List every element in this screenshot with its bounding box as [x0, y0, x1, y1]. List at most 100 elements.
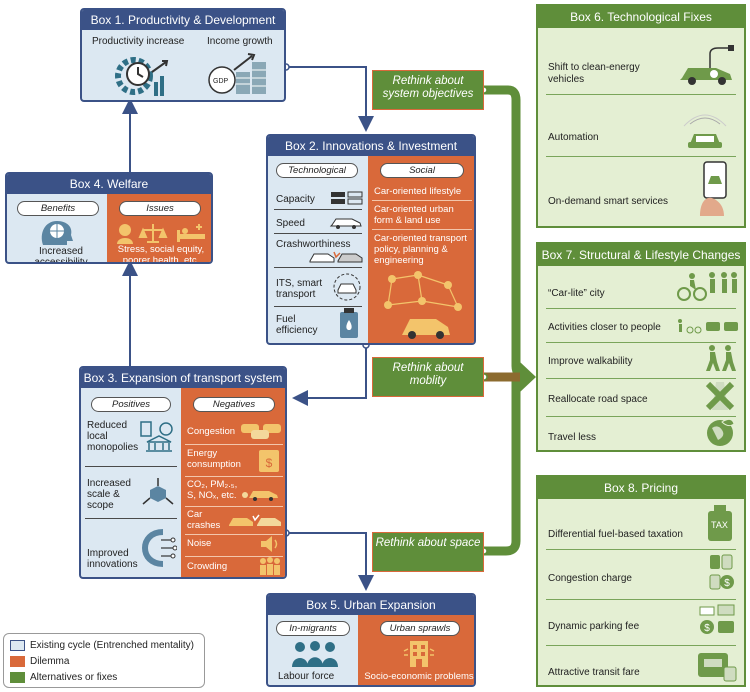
issues-pill: Issues: [119, 201, 201, 216]
rethink-mobility: Rethink about moblity: [372, 357, 484, 397]
svg-text:$: $: [704, 623, 710, 634]
productivity-increase-label: Productivity increase: [92, 36, 185, 47]
congestion-charge-icon: $: [709, 554, 734, 590]
box1-productivity-development: Box 1. Productivity & Development Produc…: [80, 8, 286, 102]
benefit-text: Increased accessibility: [34, 246, 88, 264]
box7-structural-lifestyle: Box 7. Structural & Lifestyle Changes “C…: [536, 242, 746, 452]
neg-item-energy: Energy consumption: [187, 448, 241, 470]
arrow-box1-to-box2: [286, 66, 374, 132]
box2-title: Box 2. Innovations & Investment: [268, 136, 474, 156]
car-crash-icon: [229, 514, 281, 526]
box8-pricing: Box 8. Pricing Differential fuel-based t…: [536, 475, 746, 687]
walking-people-icon: [706, 345, 736, 371]
technological-pill: Technological: [276, 163, 358, 178]
in-migrants-pill: In-migrants: [276, 621, 350, 636]
svg-text:$: $: [266, 456, 273, 470]
head-globe-icon: [41, 221, 73, 245]
workers-icon: [292, 641, 338, 667]
transit-card-icon: [698, 653, 737, 682]
electric-car-icon: [680, 45, 734, 85]
neg-item-noise: Noise: [187, 538, 212, 549]
positives-pill: Positives: [91, 397, 171, 412]
pos-item-innovations: Improved innovations: [87, 548, 138, 570]
pos-item-monopolies: Reduced local monopolies: [87, 420, 139, 453]
box4-welfare: Box 4. Welfare Benefits Issues Increased…: [5, 172, 213, 264]
cube-axes-icon: [142, 478, 174, 505]
box7-item-reallocate: Reallocate road space: [548, 394, 648, 405]
social-item-policy: Car-oriented transport policy, planning …: [374, 233, 467, 266]
box5-urban-expansion: Box 5. Urban Expansion In-migrants Urban…: [266, 593, 476, 687]
neg-item-emissions: CO₂, PM₂.₅, S, NOₓ, etc.: [187, 479, 238, 501]
legend: Existing cycle (Entrenched mentality) Di…: [3, 633, 205, 688]
issue-text: Stress, social equity, poorer health, et…: [117, 244, 205, 264]
gear-clock-icon: [115, 57, 169, 96]
fuel-can-icon: $: [259, 450, 279, 472]
rethink-space-text: Rethink about space: [375, 537, 481, 549]
box1-title: Box 1. Productivity & Development: [82, 10, 284, 30]
box7-item-travel-less: Travel less: [548, 432, 596, 443]
legend-swatch-alternatives: [10, 672, 25, 683]
rethink-arrowhead: [520, 362, 536, 392]
smartphone-car-icon: [700, 161, 727, 216]
box2-innovations-investment: Box 2. Innovations & Investment Technolo…: [266, 134, 476, 345]
box3-expansion-transport: Box 3. Expansion of transport system Pos…: [79, 366, 287, 579]
smart-car-icon: [333, 273, 361, 301]
box8-item-fuel-taxation: Differential fuel-based taxation: [548, 529, 683, 540]
gdp-label: GDP: [213, 78, 229, 85]
cyclist-pedestrians-icon: [677, 272, 737, 301]
legend-existing-label: Existing cycle (Entrenched mentality): [30, 640, 194, 651]
box7-item-car-lite: “Car-lite” city: [548, 288, 605, 299]
crowd-icon: [260, 557, 280, 575]
road-cross-icon: [705, 381, 735, 411]
parking-fee-icon: $: [699, 604, 735, 634]
legend-swatch-existing: [10, 640, 25, 651]
car-network-icon: [384, 271, 462, 339]
box6-technological-fixes: Box 6. Technological Fixes Shift to clea…: [536, 4, 746, 228]
income-growth-label: Income growth: [207, 36, 273, 47]
stress-equity-health-icons: [117, 224, 205, 244]
box8-item-congestion-charge: Congestion charge: [548, 573, 632, 584]
coins-growth-icon: [208, 53, 266, 94]
fuel-tank-icon: [340, 308, 358, 338]
congestion-cars-icon: [241, 424, 281, 439]
bank-icon: [140, 421, 173, 452]
neg-item-congestion: Congestion: [187, 426, 236, 437]
box7-item-activities: Activities closer to people: [548, 322, 661, 333]
neg-item-crashes: Car crashes: [187, 509, 221, 531]
tax-fuel-can-icon: [708, 505, 732, 541]
tech-item-its: ITS, smart transport: [276, 278, 323, 300]
social-pill: Social: [380, 163, 464, 178]
socio-economic-label: Socio-economic problems: [364, 671, 474, 682]
box8-item-parking-fee: Dynamic parking fee: [548, 621, 640, 632]
social-item-lifestyle: Car-oriented lifestyle: [374, 186, 462, 197]
rethink-mobility-text: Rethink about moblity: [392, 362, 464, 387]
rethink-objectives: Rethink about system objectives: [372, 70, 484, 110]
tech-item-capacity: Capacity: [276, 194, 315, 205]
capacity-icon: [331, 191, 363, 205]
box8-item-transit-fare: Attractive transit fare: [548, 667, 640, 678]
box6-item-automation: Automation: [548, 132, 599, 143]
box8-title: Box 8. Pricing: [538, 477, 744, 499]
box7-item-walkability: Improve walkability: [548, 356, 633, 367]
box4-title: Box 4. Welfare: [7, 174, 211, 194]
legend-alternatives-label: Alternatives or fixes: [30, 672, 118, 683]
rethink-objectives-text: Rethink about system objectives: [382, 75, 474, 100]
tech-item-fuel-efficiency: Fuel efficiency: [276, 314, 318, 336]
negatives-pill: Negatives: [193, 397, 275, 412]
box6-item-clean-energy: Shift to clean-energy vehicles: [548, 62, 640, 85]
tech-item-speed: Speed: [276, 218, 305, 229]
speed-car-icon: [329, 218, 362, 229]
autonomous-car-icon: [683, 114, 727, 148]
box6-item-on-demand: On-demand smart services: [548, 196, 669, 207]
box3-title: Box 3. Expansion of transport system: [81, 368, 285, 388]
tax-label: TAX: [711, 520, 728, 530]
legend-swatch-dilemma: [10, 656, 25, 667]
speaker-icon: [261, 536, 278, 552]
box6-title: Box 6. Technological Fixes: [538, 6, 744, 28]
box7-title: Box 7. Structural & Lifestyle Changes: [538, 244, 744, 266]
benefits-pill: Benefits: [17, 201, 99, 216]
urban-sprawls-pill: Urban sprawls: [380, 621, 460, 636]
brain-circuit-icon: [141, 529, 177, 567]
social-panel: [368, 156, 474, 343]
arrow-box3-to-box5: [286, 532, 374, 591]
